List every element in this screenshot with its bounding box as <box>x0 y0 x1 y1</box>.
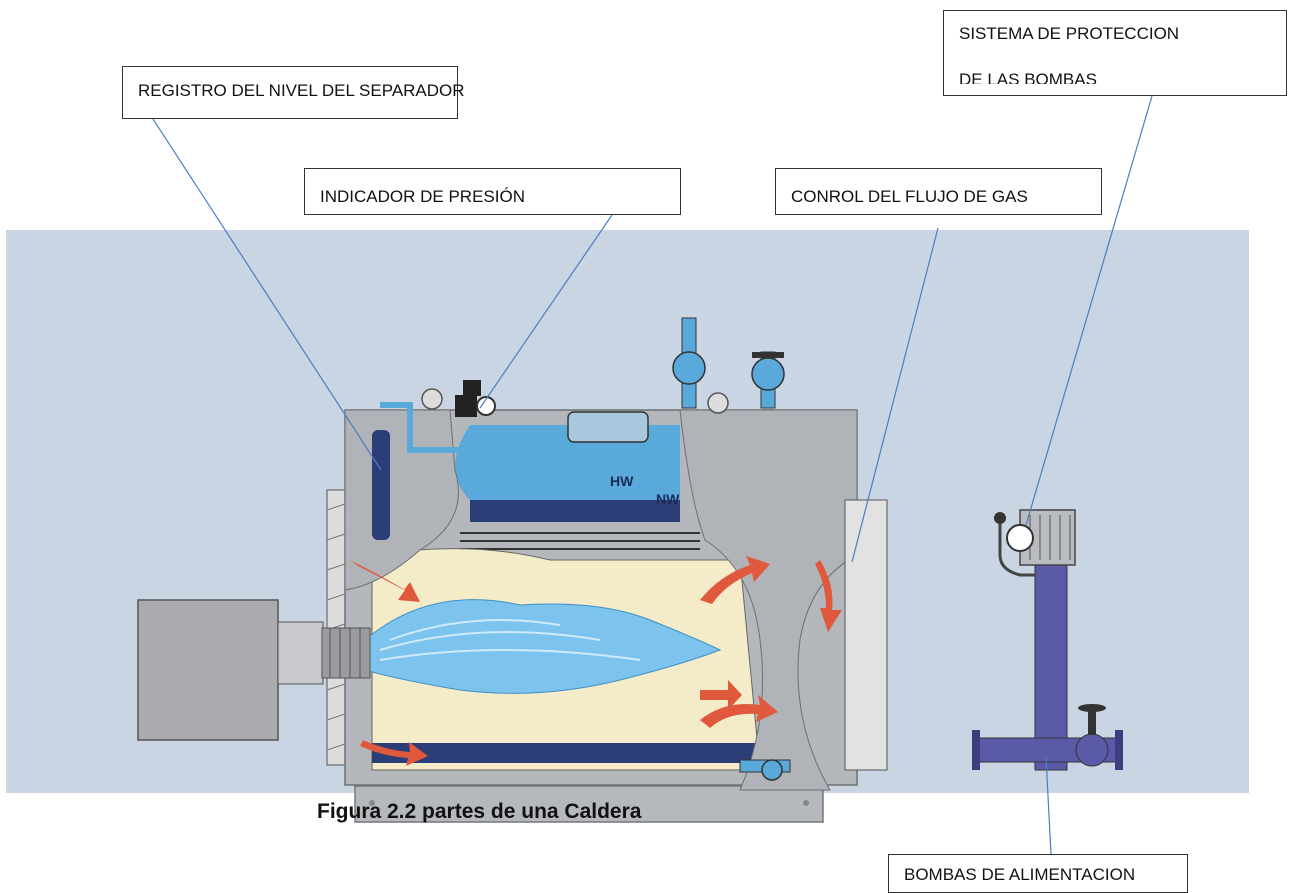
main-valve-flange <box>752 352 784 358</box>
water-section <box>455 425 680 500</box>
pump-valve-stem <box>1088 710 1096 735</box>
pump-flange-right <box>1115 730 1123 770</box>
top-lug-right <box>707 392 729 414</box>
hw-mark: HW <box>610 473 634 489</box>
label-sistema-proteccion: SISTEMA DE PROTECCION DE LAS BOMBAS <box>943 10 1287 96</box>
burner-throat <box>321 627 371 679</box>
base-bolt-left <box>369 800 375 806</box>
base-bolt-right <box>803 800 809 806</box>
label-control-flujo-gas: CONROL DEL FLUJO DE GAS <box>775 168 1102 215</box>
label-indicador-text: INDICADOR DE PRESIÓN <box>320 187 525 206</box>
burner-neck <box>277 621 324 685</box>
main-valve-body <box>751 357 785 391</box>
flame-streaks <box>379 619 641 661</box>
label-sistema-line2: DE LAS BOMBAS <box>959 70 1097 84</box>
leader-sistema <box>1025 95 1153 526</box>
flow-arrow-4 <box>815 560 842 632</box>
label-sistema-line1: SISTEMA DE PROTECCION <box>959 24 1180 43</box>
instrument-small <box>463 380 481 396</box>
pump-pressure-gauge <box>1006 524 1034 552</box>
pump-gauge-top <box>994 512 1006 524</box>
pressure-switch <box>455 395 477 417</box>
top-piping <box>380 402 520 453</box>
drain-valve <box>761 759 783 781</box>
pump-column <box>1034 559 1068 771</box>
pressure-gauge <box>476 396 496 416</box>
water-level-band <box>470 500 680 522</box>
pump-check-valve <box>1075 733 1109 767</box>
label-indicador-presion: INDICADOR DE PRESIÓN <box>304 168 681 215</box>
pump-valve-wheel <box>1078 704 1106 712</box>
flow-arrow-6 <box>700 680 742 710</box>
leader-conrol <box>851 227 939 563</box>
level-gauge <box>372 430 390 540</box>
leader-indicador <box>479 214 613 409</box>
label-bombas-alimentacion: BOMBAS DE ALIMENTACION <box>888 854 1188 893</box>
flow-arrow-1 <box>350 560 420 602</box>
flow-arrow-2 <box>700 556 770 604</box>
manhole <box>567 411 649 443</box>
boiler-base-rail <box>354 785 824 823</box>
pump-flange-left <box>972 730 980 770</box>
label-registro-text: REGISTRO DEL NIVEL DEL SEPARADOR <box>138 81 465 100</box>
figure-caption: Figura 2.2 partes de una Caldera <box>317 800 642 823</box>
label-bombas-text: BOMBAS DE ALIMENTACION <box>904 865 1136 884</box>
lower-tube <box>372 743 762 763</box>
flow-arrow-3 <box>700 695 778 728</box>
leader-bombas <box>1045 756 1052 855</box>
rear-wall <box>844 499 888 771</box>
nw-mark: NW <box>656 491 680 507</box>
label-registro-nivel-separador: REGISTRO DEL NIVEL DEL SEPARADOR <box>122 66 465 119</box>
safety-valve-body <box>672 351 706 385</box>
leader-registro <box>152 118 382 471</box>
pump-gauge-line <box>998 524 1035 577</box>
flow-arrow-5 <box>360 740 428 766</box>
top-lug-left <box>421 388 443 410</box>
right-cover <box>679 409 858 791</box>
burner-body <box>137 599 279 741</box>
label-conrol-text: CONROL DEL FLUJO DE GAS <box>791 187 1028 206</box>
